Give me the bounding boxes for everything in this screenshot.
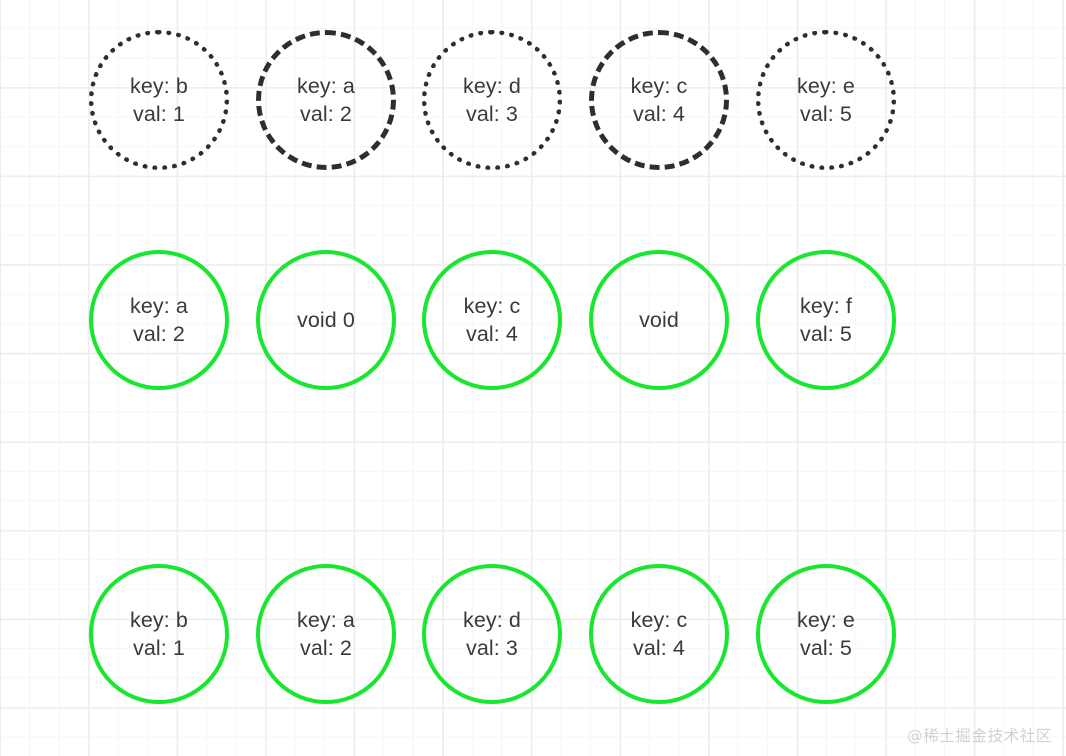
node-circle: key: d val: 3 <box>422 30 562 170</box>
node-circle: void <box>589 250 729 390</box>
node-circle: key: c val: 4 <box>422 250 562 390</box>
node-circle: key: c val: 4 <box>589 30 729 170</box>
node-val-label: val: 5 <box>800 636 852 660</box>
node-circle: key: a val: 2 <box>256 30 396 170</box>
node-key-label: key: f <box>800 293 852 318</box>
node-circle: key: e val: 5 <box>756 564 896 704</box>
node-val-label: val: 5 <box>800 102 852 126</box>
node-circle: key: a val: 2 <box>256 564 396 704</box>
node-key-label: key: a <box>297 73 355 98</box>
node-circle: key: f val: 5 <box>756 250 896 390</box>
node-key-label: key: e <box>797 607 855 632</box>
node-key-label: key: c <box>630 607 688 632</box>
node-circle: key: b val: 1 <box>89 564 229 704</box>
node-key-label: void 0 <box>297 307 355 332</box>
node-key-label: void <box>639 307 679 332</box>
node-circle: void 0 <box>256 250 396 390</box>
node-val-label: val: 2 <box>300 636 352 660</box>
node-circle: key: e val: 5 <box>756 30 896 170</box>
node-circle: key: a val: 2 <box>89 250 229 390</box>
node-val-label: val: 1 <box>133 636 185 660</box>
node-key-label: key: e <box>797 73 855 98</box>
watermark: @稀土掘金技术社区 <box>907 727 1052 745</box>
node-key-label: key: d <box>463 607 521 632</box>
node-val-label: val: 3 <box>466 102 518 126</box>
node-key-label: key: d <box>463 73 521 98</box>
node-val-label: val: 4 <box>633 636 685 660</box>
node-circle: key: b val: 1 <box>89 30 229 170</box>
node-key-label: key: a <box>297 607 355 632</box>
node-val-label: val: 2 <box>300 102 352 126</box>
node-val-label: val: 4 <box>466 322 518 346</box>
node-val-label: val: 4 <box>633 102 685 126</box>
node-val-label: val: 5 <box>800 322 852 346</box>
node-val-label: val: 1 <box>133 102 185 126</box>
node-circle: key: c val: 4 <box>589 564 729 704</box>
node-val-label: val: 2 <box>133 322 185 346</box>
node-key-label: key: c <box>463 293 521 318</box>
node-val-label: val: 3 <box>466 636 518 660</box>
node-key-label: key: b <box>130 73 188 98</box>
node-key-label: key: a <box>130 293 188 318</box>
node-circle: key: d val: 3 <box>422 564 562 704</box>
node-key-label: key: b <box>130 607 188 632</box>
node-key-label: key: c <box>630 73 688 98</box>
